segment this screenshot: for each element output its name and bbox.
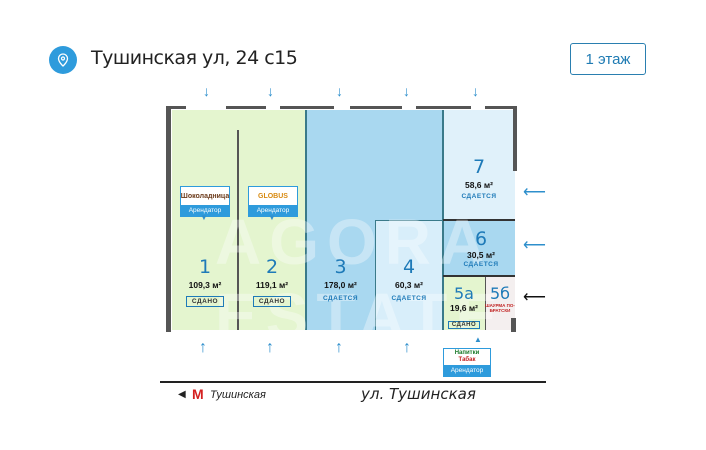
map-pin-icon [49,46,77,74]
entrance-arrow-icon: ↑ [199,339,207,356]
entrance-arrow-icon: ↓ [403,83,410,99]
partition [485,277,486,330]
pointer-icon: ▼ [268,213,276,222]
entrance-arrow-icon: ↓ [267,83,274,99]
entrance-arrow-icon: ↑ [335,339,343,356]
entrance-arrow-icon: ⟵ [523,289,546,306]
partition [443,219,515,221]
wall [166,106,171,332]
address-title: Тушинская ул, 24 с15 [91,47,298,69]
tenant-card-1[interactable]: Шоколадница Арендатор [180,186,230,217]
metro-icon: М [192,386,204,402]
partition [375,220,443,221]
tenant-card-2[interactable]: GLOBUS Арендатор [248,186,298,217]
tenant-logo: Шоколадница [180,192,230,200]
entrance-arrow-icon: ↓ [336,83,343,99]
tenant-line: Напитки [454,350,480,357]
unit-3-fill-lower[interactable] [306,220,375,330]
entrance-arrow-icon: ⟵ [523,184,546,201]
pointer-icon: ▲ [474,335,482,344]
street-name: ул. Тушинская [361,385,476,403]
left-arrow-icon: ◀ [178,389,186,400]
unit-7-fill[interactable] [443,110,515,220]
wall [280,106,334,109]
metro-station-label: Тушинская [210,389,266,401]
tenant-label: Арендатор [181,205,229,216]
pointer-icon: ▼ [200,213,208,222]
wall [166,106,186,109]
street-line [160,381,546,383]
unit-1-fill[interactable] [172,110,238,330]
unit-6-fill[interactable] [443,220,515,276]
wall [513,106,517,171]
entrance-arrow-icon: ↑ [403,339,411,356]
wall [485,106,517,109]
wall [416,106,471,109]
unit-4-fill[interactable] [375,220,443,330]
tenant-label: Арендатор [249,205,297,216]
entrance-arrow-icon: ↓ [203,83,210,99]
partition [375,220,376,330]
watermark: AGORA ESTATE [215,206,506,352]
floor-selector-button[interactable]: 1 этаж [570,43,646,75]
partition [305,110,307,330]
unit-3-fill[interactable] [306,110,443,220]
entrance-arrow-icon: ⟵ [523,237,546,254]
wall [350,106,402,109]
tenant-logo: GLOBUS [258,192,288,200]
tenant-line: Табак [458,357,476,363]
unit-5b-fill[interactable] [485,277,515,330]
entrance-arrow-icon: ↓ [472,83,479,99]
tenant-label: Арендатор [444,365,490,376]
partition [237,130,239,330]
wall [226,106,266,109]
unit-2-fill[interactable] [238,110,306,330]
entrance-arrow-icon: ↑ [266,339,274,356]
wall [511,318,516,332]
partition [443,275,515,277]
